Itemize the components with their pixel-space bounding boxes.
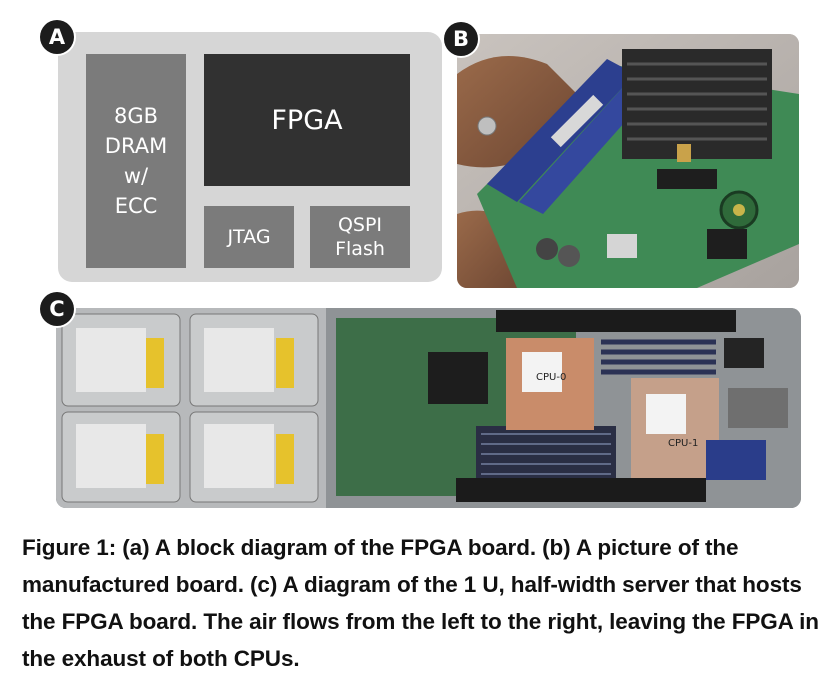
hand-shape [457,56,577,168]
qspi-line-1: QSPI [337,214,383,236]
fpga-heatsink [622,49,772,159]
server-illustration [56,308,801,508]
cpu0-label: CPU-0 [536,372,567,383]
panel-c-badge: C [40,292,74,326]
dram-line-4: ECC [114,194,158,218]
hard-drive [189,313,319,407]
server-photo: CPU-0 CPU-1 [56,308,801,508]
fpga-block-diagram: 8GB DRAM w/ ECC FPGA JTAG QSPI Flash [58,32,442,282]
qspi-line-2: Flash [335,238,385,260]
dram-line-3: w/ [123,164,149,188]
board-photo-illustration [457,34,799,288]
jtag-block: JTAG [204,206,294,268]
cpu1-label: CPU-1 [668,438,699,449]
board-photo [457,34,799,288]
fpga-block: FPGA [204,54,410,186]
hard-drive [61,411,181,503]
panel-a-badge: A [40,20,74,54]
dram-line-2: DRAM [104,134,168,158]
figure-caption: Figure 1: (a) A block diagram of the FPG… [22,535,819,671]
qspi-flash-block: QSPI Flash [310,206,410,268]
hard-drive [189,411,319,503]
dram-block: 8GB DRAM w/ ECC [86,54,186,268]
dram-line-1: 8GB [113,104,159,128]
hard-drive [61,313,181,407]
fpga-board-in-server [706,440,766,480]
panel-b-badge: B [444,22,478,56]
